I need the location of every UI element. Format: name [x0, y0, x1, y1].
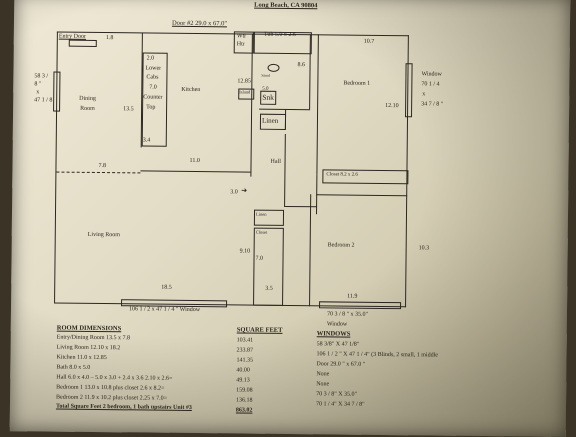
closet-2-height: 7.0: [255, 255, 264, 262]
sqft-total: 863.02: [235, 407, 253, 414]
left-window-dim-1: 58 3 /: [34, 73, 49, 80]
bed1-width: 10.7: [363, 38, 375, 45]
linen-right-wall: [284, 108, 287, 129]
entry-door-label: Entry Door: [58, 33, 87, 40]
photo-vignette: [9, 0, 571, 437]
hall-linen-wall: [284, 133, 287, 207]
location-title: Long Beach, CA 90804: [254, 1, 318, 10]
htr-label: Htr: [236, 41, 245, 48]
kitchen-bottom-wall: [140, 170, 251, 173]
left-window-dim-2: 8 ": [34, 81, 42, 88]
room-row: Bedroom 1 13.0 x 10.8 plus closet 2.6 x …: [56, 384, 165, 392]
room-row: Living Room 12.10 x 18.2: [56, 344, 121, 352]
sqft-title: SQUARE FEET: [236, 326, 283, 334]
kitchen-bath-wall: [250, 33, 254, 177]
right-window-dim-3: 34 7 / 8 ": [421, 101, 444, 108]
cabs-text-2: Lower: [145, 65, 162, 72]
hall-arrow: ➔: [241, 186, 248, 195]
stool-label: Stool: [261, 72, 270, 78]
sqft-row: 136.18: [236, 397, 253, 404]
window-row: None: [316, 371, 330, 378]
living-label: Living Room: [87, 231, 120, 239]
door-label: Door #2 29.0 x 67.0": [171, 19, 228, 28]
floor-plan-sheet: Long Beach, CA 90804 Door #2 29.0 x 67.0…: [9, 0, 571, 437]
dining-living-divider: [56, 171, 141, 174]
cabs-text-6: Top: [146, 104, 156, 111]
island-label: Island: [239, 89, 251, 95]
cabs-text-4: 7.0: [149, 84, 157, 91]
wtr-label: Wtr: [236, 33, 247, 40]
bed1-left-wall: [316, 34, 320, 175]
entry-door-gap: [68, 39, 97, 47]
window-row: None: [316, 381, 330, 388]
left-window-dim-4: 47 1 / 8: [34, 97, 53, 104]
right-window-dim-1: 70 1 / 4: [421, 81, 440, 88]
sqft-row: 49.13: [236, 377, 250, 384]
left-window: [53, 71, 61, 112]
bed2-height: 10.3: [418, 245, 430, 252]
snk-label: Snk: [262, 92, 274, 102]
bed2-window-label: Window: [326, 321, 348, 328]
hall-right-wall: [315, 174, 318, 215]
room-row: Kitchen 11.0 x 12.85: [56, 354, 107, 362]
dining-label-1: Dining: [79, 95, 96, 102]
stool-icon: [267, 63, 280, 72]
kitchen-width: 11.0: [189, 157, 200, 165]
bed2-left-wall: [309, 194, 312, 307]
kitchen-label: Kitchen: [181, 86, 201, 94]
bed1-bottom-wall: [316, 194, 408, 197]
sqft-row: 141.35: [236, 357, 253, 364]
linen-2-label: Linen: [255, 211, 267, 217]
total-label: Total Square Feet 2 bedroom, 1 bath upst…: [55, 403, 192, 411]
sqft-row: 233.87: [236, 347, 254, 354]
room-row: Bedroom 2 11.9 x 10.2 plus closet 2.25 x…: [56, 394, 168, 402]
hall-bottom-wall: [285, 205, 318, 208]
sqft-row: 40.00: [236, 367, 250, 374]
window-row: 70 3 / 8" X 35.0": [316, 391, 358, 398]
living-width: 18.5: [161, 284, 172, 291]
right-window: [405, 63, 413, 118]
cab-dim: 3.4: [142, 137, 151, 144]
closet-1-label: Closet 8.2 x 2.6: [326, 172, 358, 178]
kitchen-height: 12.85: [237, 78, 251, 85]
window-row: 70 1 / 4" X 34 7 / 8": [315, 401, 365, 408]
bath-dim: 8.6: [297, 62, 306, 69]
bed1-label: Bedroom 1: [343, 80, 371, 87]
closet-2-label: Closet: [255, 229, 268, 235]
left-window-dim-3: x: [36, 89, 40, 96]
linen-top-label: Linen: [261, 116, 279, 125]
entry-dim: 1.8: [105, 35, 114, 42]
window-row: 58 3/8" X 47 1/8": [316, 341, 360, 348]
sqft-row: 159.08: [236, 387, 253, 394]
tub-label: Tub 5.0 x 2.6: [263, 31, 296, 39]
window-row: 106 1 / 2 " X 47 1 / 4" (3 Blinds, 2 sma…: [316, 351, 438, 359]
sqft-row: 103.41: [236, 337, 254, 344]
dining-dim: 13.5: [123, 106, 134, 113]
cabs-text-5: Counter: [143, 94, 163, 101]
closet-2: [253, 227, 284, 306]
bed2-window: [319, 301, 402, 310]
hall-label: Hall: [270, 158, 281, 165]
room-row: Hall 6.0 x 4.0 – 5.0 x 3.0 + 2.4 x 3.6 2…: [56, 374, 173, 382]
room-row: Bath 8.0 x 5.0: [56, 364, 91, 371]
dining-label-2: Room: [80, 105, 95, 112]
dining-dim-2: 7.8: [98, 162, 107, 170]
window-row: Door 29.0 " x 67.0 ": [316, 361, 366, 368]
hall-dim: 3.0: [230, 189, 238, 196]
right-window-dim-2: x: [422, 91, 426, 98]
bath-right-wall: [309, 34, 312, 110]
bed2-label: Bedroom 2: [327, 242, 355, 249]
room-dims-title: ROOM DIMENSIONS: [56, 324, 122, 333]
living-height: 9.10: [239, 248, 251, 255]
bottom-window-label: 106 1 / 2 x 47 1 / 4 " Window: [128, 306, 201, 314]
windows-title: WINDOWS: [316, 330, 351, 338]
room-row: Entry/Dining Room 13.5 x 7.8: [56, 334, 131, 342]
closet-2-width: 3.5: [265, 285, 273, 292]
bed2-width: 11.9: [347, 293, 358, 300]
bed2-window-dim: 70 3 / 8 " x 35.0": [326, 311, 369, 318]
cabs-text-1: 2.0: [146, 55, 155, 62]
right-window-label: Window: [421, 71, 442, 78]
bed1-height: 12.10: [385, 102, 399, 110]
cabs-text-3: Cabs: [146, 74, 159, 81]
